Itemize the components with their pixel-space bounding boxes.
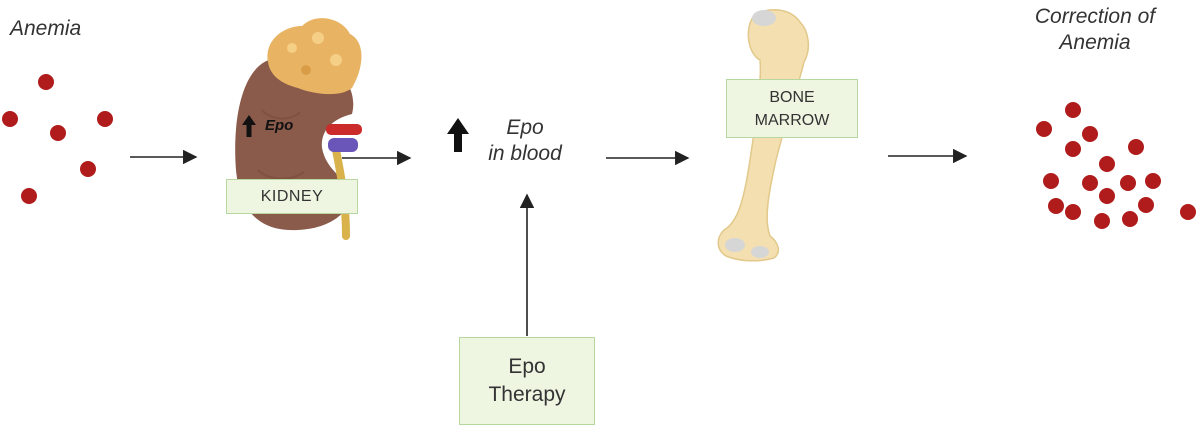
red-blood-cell-icon: [1082, 126, 1098, 142]
red-blood-cell-icon: [1065, 204, 1081, 220]
bone-marrow-line2: MARROW: [754, 111, 830, 129]
red-blood-cell-icon: [1180, 204, 1196, 220]
bone-marrow-line1: BONE: [769, 88, 815, 106]
kidney-epo-label: Epo: [265, 117, 294, 134]
correction-cells: [1036, 102, 1196, 229]
correction-label: Correction of Anemia: [1020, 4, 1170, 56]
kidney-box: KIDNEY: [226, 179, 358, 214]
red-blood-cell-icon: [97, 111, 113, 127]
anemia-cells: [2, 74, 113, 204]
red-blood-cell-icon: [1065, 102, 1081, 118]
red-blood-cell-icon: [1048, 198, 1064, 214]
kidney-box-label: KIDNEY: [260, 187, 324, 205]
correction-line1: Correction of: [1034, 5, 1156, 28]
red-blood-cell-icon: [50, 125, 66, 141]
epo-in-blood-label: Epo in blood: [465, 115, 585, 167]
red-blood-cell-icon: [1138, 197, 1154, 213]
red-blood-cell-icon: [80, 161, 96, 177]
red-blood-cell-icon: [1099, 156, 1115, 172]
epo-therapy-line1: Epo: [508, 355, 546, 378]
epo-therapy-box: Epo Therapy: [459, 337, 595, 425]
correction-line2: Anemia: [1059, 31, 1131, 54]
red-blood-cell-icon: [1082, 175, 1098, 191]
red-blood-cell-icon: [1094, 213, 1110, 229]
bone-marrow-box: BONE MARROW: [726, 79, 858, 138]
epo-in-blood-line1: Epo: [506, 116, 544, 139]
red-blood-cell-icon: [1036, 121, 1052, 137]
red-blood-cell-icon: [1043, 173, 1059, 189]
red-blood-cell-icon: [1099, 188, 1115, 204]
red-blood-cell-icon: [1122, 211, 1138, 227]
up-arrow-icon: [447, 118, 469, 152]
anemia-label: Anemia: [10, 17, 82, 40]
epo-therapy-line2: Therapy: [488, 383, 566, 406]
red-blood-cell-icon: [1120, 175, 1136, 191]
red-blood-cell-icon: [1145, 173, 1161, 189]
red-blood-cell-icon: [38, 74, 54, 90]
adrenal-gland-icon: [267, 18, 362, 95]
epo-in-blood-line2: in blood: [488, 142, 562, 165]
red-blood-cell-icon: [2, 111, 18, 127]
red-blood-cell-icon: [1128, 139, 1144, 155]
red-blood-cell-icon: [1065, 141, 1081, 157]
up-arrow-icon: [242, 115, 256, 137]
red-blood-cell-icon: [21, 188, 37, 204]
